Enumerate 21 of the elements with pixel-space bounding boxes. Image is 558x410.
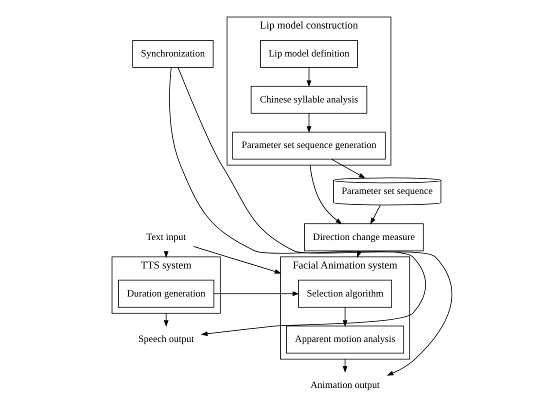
node-box: Apparent motion analysis: [286, 326, 404, 354]
node-box: Duration generation: [118, 280, 214, 308]
node-box: Lip model definition: [260, 40, 358, 68]
node-box: Chinese syllable analysis: [250, 86, 368, 114]
arrow: [306, 67, 312, 88]
arrow: [169, 67, 426, 336]
node-box: Selection algorithm: [298, 280, 392, 308]
arrow: [342, 306, 348, 327]
arrow: [331, 158, 366, 178]
node-box: Parameter set sequence generation: [232, 132, 386, 160]
arrow: [306, 112, 312, 134]
node-text: Speech output: [138, 334, 194, 346]
arrow: [214, 291, 300, 296]
arrow: [193, 246, 282, 274]
node-box: Synchronization: [132, 40, 214, 68]
node-text: Text input: [146, 232, 186, 243]
arrow: [310, 164, 342, 224]
arrow: [178, 67, 452, 376]
arrow: [370, 204, 381, 225]
arrow: [342, 358, 348, 373]
node-text: Animation output: [310, 380, 380, 391]
